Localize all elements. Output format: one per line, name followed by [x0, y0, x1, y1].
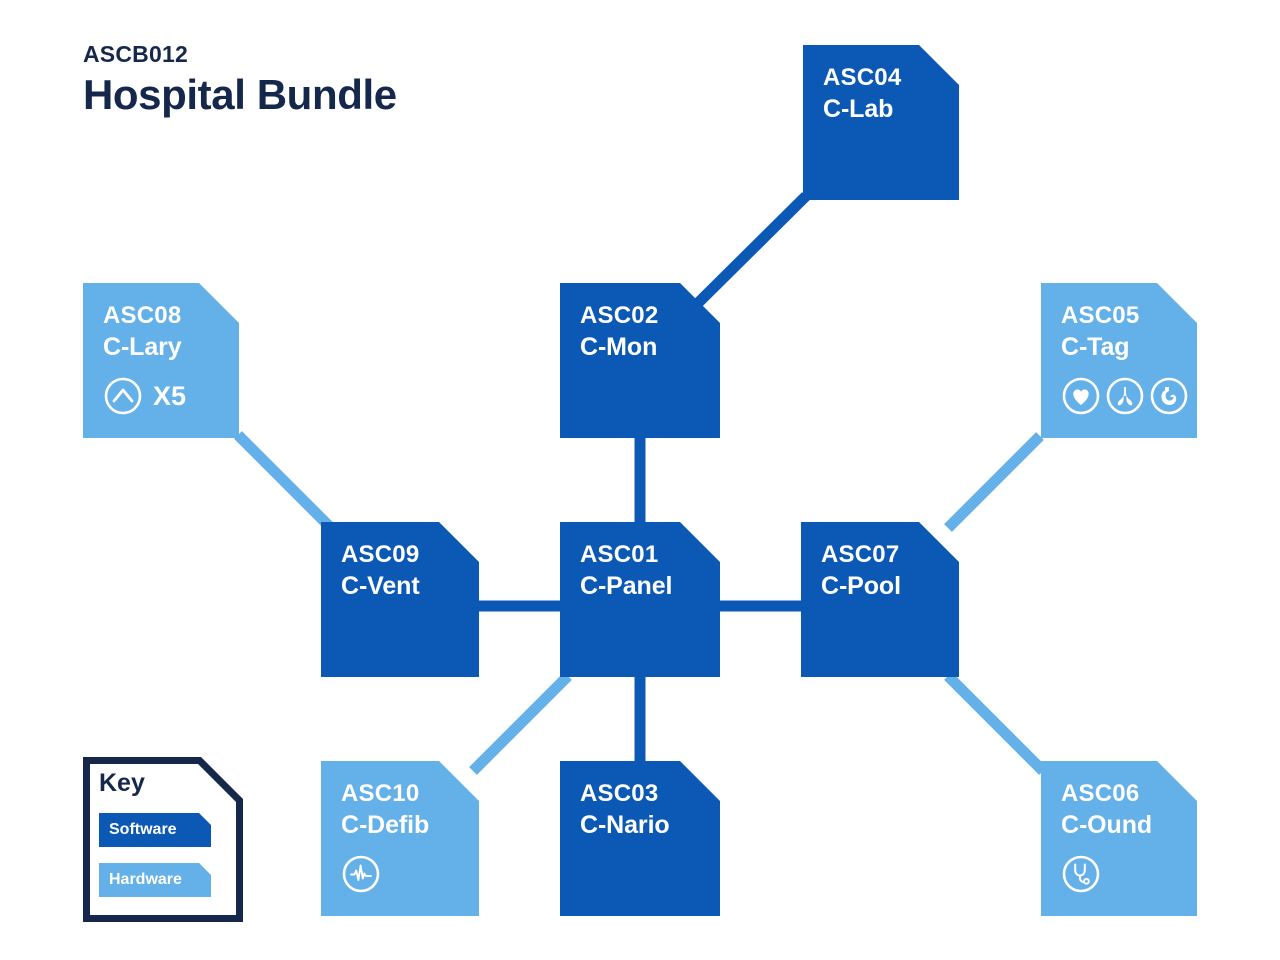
node-id: ASC03	[580, 780, 659, 807]
node-icon-row	[341, 854, 381, 894]
legend-chip-label: Hardware	[109, 871, 182, 888]
node-name: C-Defib	[341, 811, 430, 839]
node-name: C-Ound	[1061, 811, 1153, 839]
node-id: ASC07	[821, 541, 900, 568]
node-id: ASC06	[1061, 780, 1140, 807]
node-asc01[interactable]: ASC01 C-Panel	[560, 522, 720, 677]
stethoscope-circle-icon	[1061, 854, 1101, 894]
node-asc03[interactable]: ASC03 C-Nario	[560, 761, 720, 916]
heart-circle-icon	[1061, 376, 1101, 416]
node-icon-row	[1061, 376, 1189, 416]
stomach-circle-icon	[1149, 376, 1189, 416]
node-id: ASC04	[823, 64, 902, 91]
node-id: ASC05	[1061, 302, 1140, 329]
node-asc05[interactable]: ASC05 C-Tag	[1041, 283, 1197, 438]
node-asc09[interactable]: ASC09 C-Vent	[321, 522, 479, 677]
connector-asc07-asc05	[944, 432, 1044, 532]
node-name: C-Lary	[103, 333, 182, 361]
node-name: C-Nario	[580, 811, 670, 839]
connector-asc08-asc09	[234, 431, 334, 531]
node-asc08[interactable]: ASC08 C-Lary X5	[83, 283, 239, 438]
connector-asc01-asc10	[469, 672, 572, 775]
lungs-circle-icon	[1105, 376, 1145, 416]
chevron-circle-icon	[103, 376, 143, 416]
node-id: ASC08	[103, 302, 182, 329]
connector-asc02-asc04	[690, 192, 810, 311]
legend-chip-hardware: Hardware	[99, 863, 211, 897]
node-icon-row	[1061, 854, 1101, 894]
page-title: ASCB012 Hospital Bundle	[83, 41, 397, 120]
node-asc06[interactable]: ASC06 C-Ound	[1041, 761, 1197, 916]
node-name: C-Vent	[341, 572, 420, 600]
node-asc04[interactable]: ASC04 C-Lab	[803, 45, 959, 200]
node-asc02[interactable]: ASC02 C-Mon	[560, 283, 720, 438]
legend-title: Key	[99, 769, 145, 797]
connector-asc07-asc06	[944, 672, 1047, 775]
bundle-code: ASCB012	[83, 41, 188, 67]
node-id: ASC10	[341, 780, 420, 807]
node-name: C-Panel	[580, 572, 673, 600]
legend-chip-label: Software	[109, 821, 177, 838]
bundle-title: Hospital Bundle	[83, 71, 397, 119]
node-asc07[interactable]: ASC07 C-Pool	[801, 522, 959, 677]
node-id: ASC01	[580, 541, 659, 568]
legend-chip-software: Software	[99, 813, 211, 847]
ecg-circle-icon	[341, 854, 381, 894]
node-icon-row: X5	[103, 376, 186, 416]
legend-key: Key Software Hardware	[83, 757, 243, 922]
node-name: C-Tag	[1061, 333, 1130, 361]
node-name: C-Pool	[821, 572, 901, 600]
node-id: ASC09	[341, 541, 420, 568]
node-name: C-Mon	[580, 333, 658, 361]
node-asc10[interactable]: ASC10 C-Defib	[321, 761, 479, 916]
icon-quantity: X5	[153, 380, 187, 411]
node-id: ASC02	[580, 302, 659, 329]
node-name: C-Lab	[823, 95, 894, 123]
